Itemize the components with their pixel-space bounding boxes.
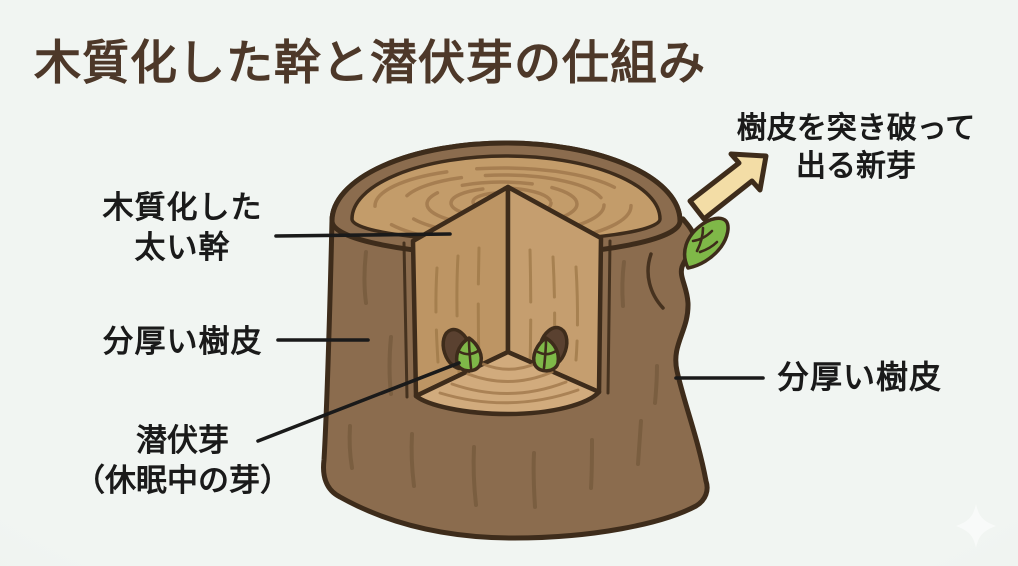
latent-bud-left <box>441 327 483 373</box>
leader-line-trunk <box>274 232 452 238</box>
label-latent-bud-line2: （休眠中の芽） <box>74 462 291 498</box>
label-new-shoot-line2: 出る新芽 <box>796 150 916 184</box>
label-lignified-trunk: 木質化した 太い幹 <box>60 188 305 267</box>
sparkle-icon <box>956 504 996 548</box>
label-lignified-trunk-line1: 木質化した <box>102 190 263 225</box>
latent-bud-right <box>532 325 569 373</box>
label-latent-bud: 潜伏芽 （休眠中の芽） <box>30 421 335 500</box>
label-latent-bud-line1: 潜伏芽 <box>136 423 229 458</box>
bark-detail-arc <box>646 252 665 310</box>
up-right-arrow-icon <box>687 151 769 222</box>
leader-line-latent-bud <box>256 361 461 443</box>
bud-icon <box>682 216 730 270</box>
label-lignified-trunk-line2: 太い幹 <box>134 229 231 265</box>
wedge-cut-edges <box>402 239 612 399</box>
label-thick-bark-right: 分厚い樹皮 <box>777 359 943 395</box>
label-new-shoot-line1: 樹皮を突き破って <box>736 112 976 145</box>
label-new-shoot: 樹皮を突き破って 出る新芽 <box>706 110 1006 187</box>
floor-ring-arcs <box>438 361 580 405</box>
new-shoot-bud <box>682 216 730 270</box>
page-title: 木質化した幹と潜伏芽の仕組み <box>34 36 706 89</box>
label-thick-bark-left: 分厚い樹皮 <box>102 324 263 359</box>
